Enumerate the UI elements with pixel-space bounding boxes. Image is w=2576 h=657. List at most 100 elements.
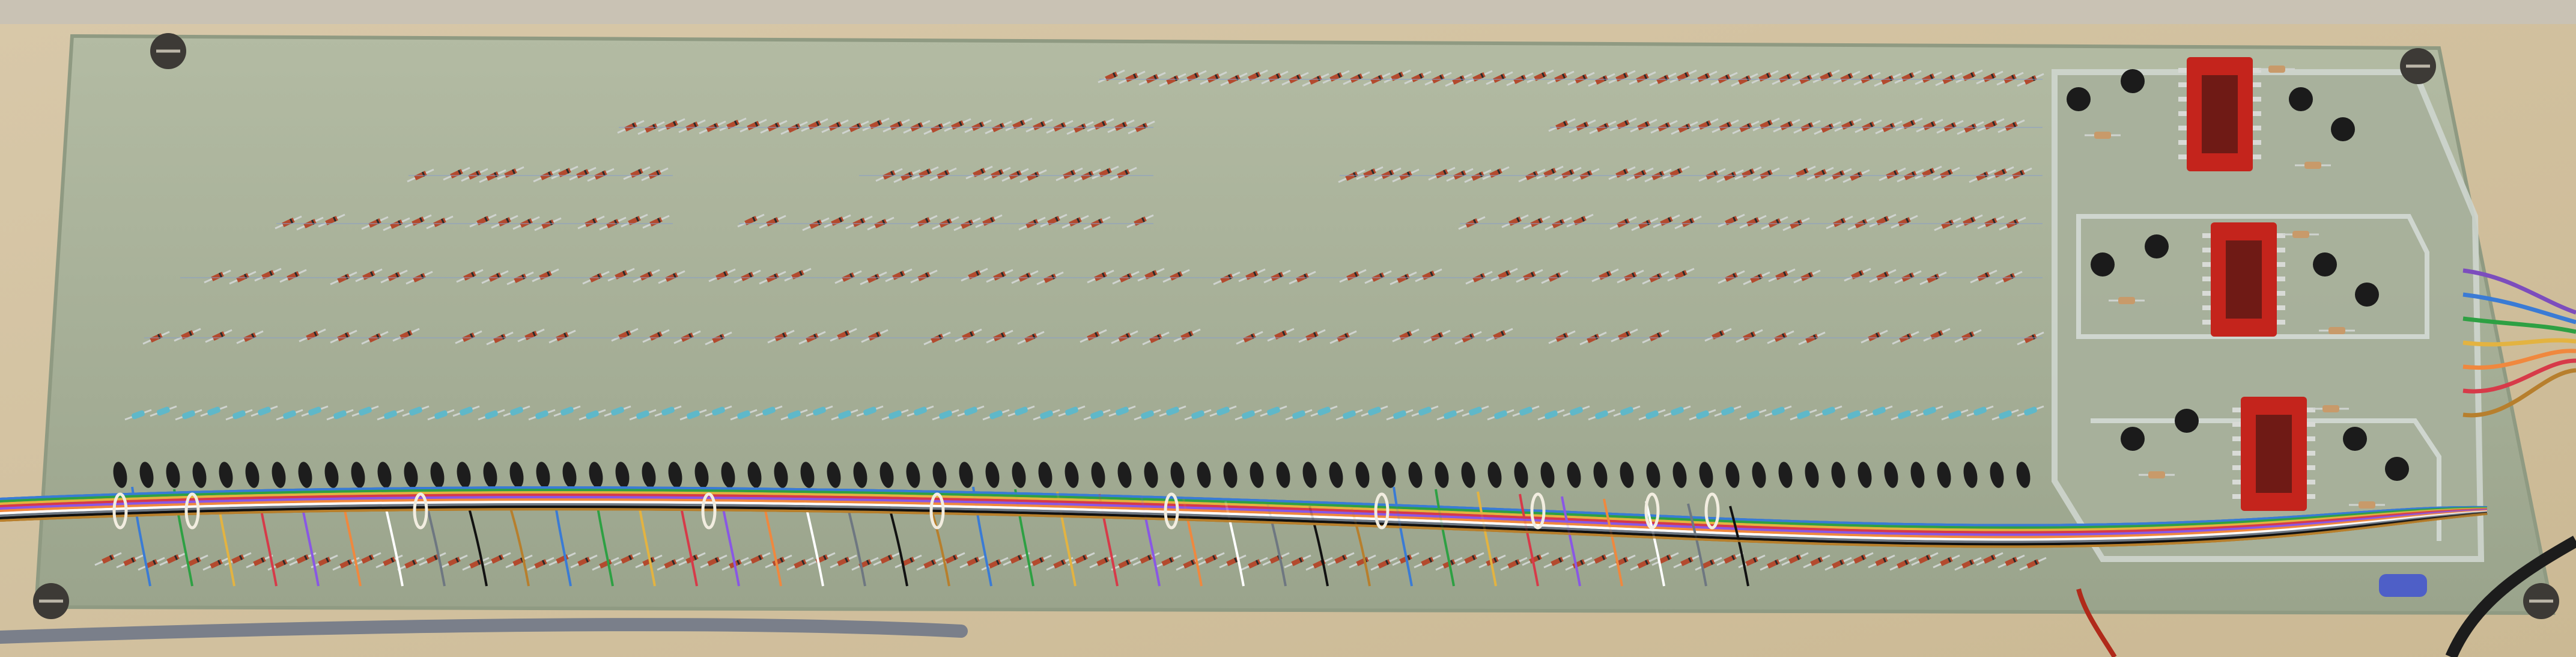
wire <box>0 494 2488 534</box>
diode <box>1374 167 1402 182</box>
diode <box>1566 213 1594 228</box>
resistor <box>1689 409 1716 421</box>
diode <box>786 557 814 571</box>
ic-chips <box>2067 57 2427 597</box>
transistor <box>2289 87 2313 111</box>
capacitor <box>1461 462 1475 488</box>
capacitor <box>1540 462 1555 488</box>
diode <box>1327 552 1355 566</box>
resistor <box>1184 409 1212 421</box>
diode <box>737 213 765 228</box>
cable-tie <box>1374 492 1390 530</box>
diode <box>1889 557 1917 571</box>
wire <box>0 489 2488 529</box>
capacitor <box>457 462 471 488</box>
wire <box>0 508 2488 548</box>
resistor <box>1840 409 1868 421</box>
capacitor <box>721 462 735 488</box>
diode <box>1855 119 1882 133</box>
diode <box>830 328 857 342</box>
diode <box>2019 557 2047 571</box>
wire <box>0 486 2488 527</box>
diode <box>1846 552 1874 566</box>
diode <box>1526 69 1554 84</box>
diode <box>895 554 922 569</box>
capacitor <box>1329 462 1343 488</box>
capacitor-row <box>113 462 2031 488</box>
ribbon-wire <box>2462 358 2576 394</box>
capacitor <box>1699 462 1713 488</box>
resistor <box>1790 409 1817 421</box>
mounting-screw <box>150 33 186 69</box>
diode <box>965 165 993 180</box>
resistor <box>982 409 1010 421</box>
diode <box>1911 552 1939 566</box>
diode <box>613 552 641 566</box>
transistor <box>2313 252 2337 277</box>
diode <box>1617 269 1644 284</box>
wire-drop <box>1729 506 1749 587</box>
mounting-screw <box>33 583 69 619</box>
diode <box>1490 267 1518 282</box>
diode <box>1457 552 1484 566</box>
diode <box>1997 554 2025 569</box>
diode <box>1662 165 1690 180</box>
resistor <box>1865 405 1893 417</box>
resistor <box>1815 405 1842 417</box>
cable-tie <box>1164 492 1179 530</box>
capacitor <box>959 462 973 488</box>
resistor <box>604 405 631 417</box>
diode <box>174 328 201 342</box>
capacitor <box>219 462 233 488</box>
red-lead <box>2076 588 2117 657</box>
capacitor <box>1197 462 1211 488</box>
diode <box>1040 213 1068 228</box>
capacitor <box>1038 462 1053 488</box>
diode <box>734 269 761 284</box>
diode <box>910 269 938 284</box>
cable-tie <box>112 492 128 530</box>
capacitor <box>1223 462 1238 488</box>
capacitor <box>1250 462 1264 488</box>
diode <box>635 554 663 569</box>
capacitor <box>377 462 392 488</box>
diode <box>254 267 282 282</box>
diode <box>611 328 639 342</box>
resistor <box>2268 66 2285 73</box>
capacitor <box>694 462 709 488</box>
diode <box>1879 167 1906 182</box>
wire-drop <box>930 508 950 587</box>
capacitor <box>351 462 365 488</box>
diode <box>1384 69 1411 84</box>
capacitor <box>562 462 577 488</box>
capacitor <box>1963 462 1978 488</box>
resistor <box>831 409 858 421</box>
diode <box>862 117 890 132</box>
capacitor <box>1725 462 1740 488</box>
capacitor <box>1593 462 1608 488</box>
diode <box>981 557 1009 571</box>
resistor <box>175 409 202 421</box>
wire-drop <box>1645 501 1665 587</box>
diode <box>1760 557 1787 571</box>
diode <box>986 329 1013 344</box>
diode <box>621 213 648 228</box>
grey-cable <box>0 618 968 644</box>
diode <box>1092 165 1119 180</box>
diode <box>375 554 403 569</box>
diode <box>1844 267 1871 282</box>
transistor <box>2121 69 2145 93</box>
diode <box>1712 119 1739 133</box>
capacitor <box>404 462 418 488</box>
wire-drop <box>1393 486 1413 587</box>
ribbon-wire <box>2462 338 2576 347</box>
resistor <box>1991 409 2019 421</box>
diode <box>1486 71 1513 85</box>
diode <box>1569 119 1596 133</box>
resistor <box>301 405 329 417</box>
resistor <box>200 405 228 417</box>
diode <box>678 119 706 133</box>
diode <box>657 557 684 571</box>
resistor <box>478 409 505 421</box>
diode <box>440 554 468 569</box>
